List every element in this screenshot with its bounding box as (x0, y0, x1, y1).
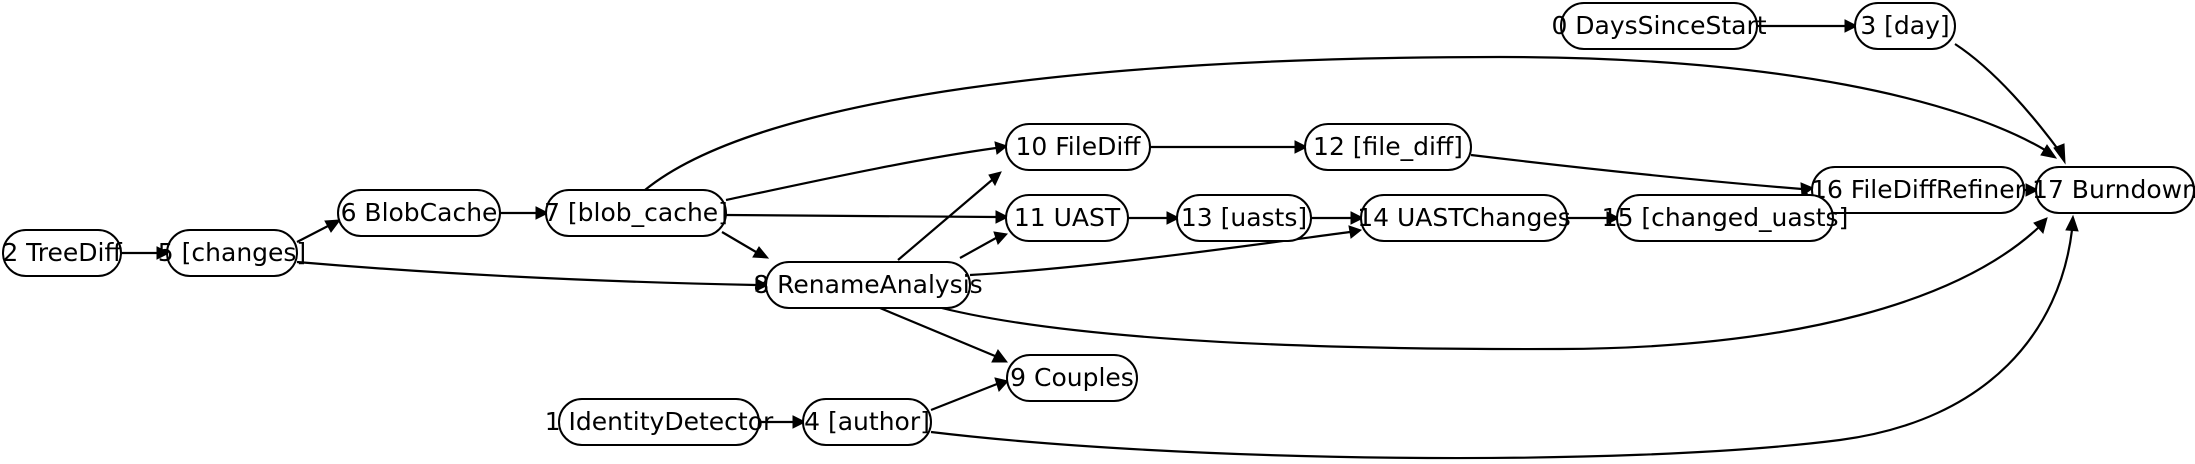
edge-7-to-11 (725, 210, 1010, 224)
node-16-filediffrefiner[interactable]: 16 FileDiffRefiner (1811, 166, 2026, 214)
edge-7-to-8 (721, 231, 770, 259)
node-12-file-diff[interactable]: 12 [file_diff] (1304, 123, 1472, 171)
edge-7-to-10 (725, 141, 1009, 202)
node-0-label: 0 DaysSinceStart (1551, 11, 1766, 40)
node-layer: 0 DaysSinceStart 3 [day] 10 FileDiff 12 … (2, 2, 2195, 446)
edge-8-to-9 (879, 306, 1008, 363)
edge-14-to-15 (1567, 211, 1621, 225)
node-9-couples[interactable]: 9 Couples (1006, 354, 1138, 402)
edge-8-to-17 (929, 217, 2048, 351)
edge-4-to-9 (930, 377, 1009, 412)
node-10-label: 10 FileDiff (1015, 132, 1141, 161)
edge-layer (121, 19, 2079, 460)
node-15-changed-uasts[interactable]: 15 [changed_uasts] (1602, 194, 1849, 242)
node-8-renameanalysis[interactable]: 8 RenameAnalysis (753, 261, 983, 309)
edge-8-to-14 (969, 225, 1363, 277)
edge-10-to-12 (1150, 140, 1309, 154)
node-17-label: 17 Burndown (2032, 175, 2195, 204)
node-11-uast[interactable]: 11 UAST (1005, 194, 1129, 242)
edge-12-to-16 (1470, 153, 1815, 197)
node-6-blobcache[interactable]: 6 BlobCache (337, 189, 501, 237)
node-4-author[interactable]: 4 [author] (802, 398, 932, 446)
node-0-dayssincestart[interactable]: 0 DaysSinceStart (1551, 2, 1767, 50)
edge-5-to-6 (296, 219, 342, 243)
node-8-label: 8 RenameAnalysis (753, 270, 982, 299)
edge-6-to-7 (500, 206, 550, 220)
node-3-day[interactable]: 3 [day] (1854, 2, 1956, 50)
node-9-label: 9 Couples (1010, 363, 1134, 392)
node-6-label: 6 BlobCache (341, 198, 498, 227)
node-17-burndown[interactable]: 17 Burndown (2032, 166, 2195, 214)
edge-0-to-3 (1757, 19, 1859, 33)
node-11-label: 11 UAST (1014, 203, 1121, 232)
node-14-uastchanges[interactable]: 14 UASTChanges (1357, 194, 1571, 242)
edge-2-to-5 (121, 246, 171, 260)
node-13-uasts[interactable]: 13 [uasts] (1176, 194, 1312, 242)
edge-13-to-14 (1311, 211, 1365, 225)
node-7-blob-cache[interactable]: 7 [blob_cache] (544, 189, 728, 237)
node-12-label: 12 [file_diff] (1313, 132, 1463, 161)
node-2-treediff[interactable]: 2 TreeDiff (2, 229, 122, 277)
node-15-label: 15 [changed_uasts] (1602, 203, 1849, 232)
edge-4-to-17 (930, 214, 2079, 460)
node-1-identitydetector[interactable]: 1 IdentityDetector (545, 398, 774, 446)
node-1-label: 1 IdentityDetector (545, 407, 774, 436)
node-7-label: 7 [blob_cache] (544, 198, 728, 227)
edge-1-to-4 (759, 415, 807, 429)
edge-8-to-10 (897, 171, 1002, 261)
edge-5-to-8 (296, 260, 770, 292)
node-2-label: 2 TreeDiff (2, 238, 122, 267)
edge-11-to-13 (1128, 211, 1181, 225)
node-13-label: 13 [uasts] (1181, 203, 1307, 232)
node-5-label: 5 [changes] (158, 238, 306, 267)
node-3-label: 3 [day] (1860, 11, 1949, 40)
node-10-filediff[interactable]: 10 FileDiff (1005, 123, 1151, 171)
edge-3-to-17 (1954, 43, 2066, 165)
edge-7-to-17 (644, 55, 2058, 191)
node-14-label: 14 UASTChanges (1357, 203, 1571, 232)
edge-8-to-11 (959, 231, 1008, 259)
node-16-label: 16 FileDiffRefiner (1811, 175, 2026, 204)
node-5-changes[interactable]: 5 [changes] (158, 229, 306, 277)
node-4-label: 4 [author] (804, 407, 930, 436)
